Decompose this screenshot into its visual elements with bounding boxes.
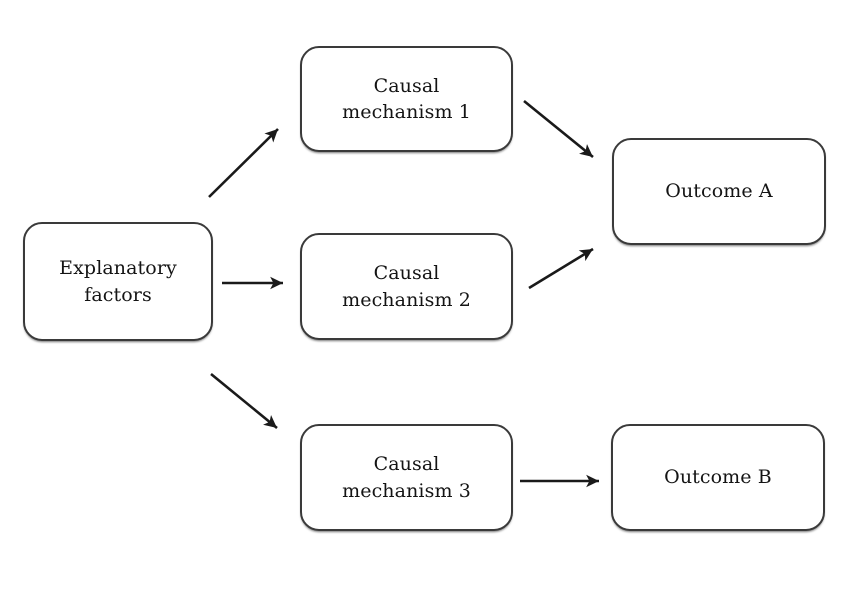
node-causal-mechanism-2-label: Causal mechanism 2 [342,262,471,311]
arrow-explanatory-to-mechanism3 [210,372,278,430]
arrow-mechanism1-to-outcome-a [523,99,594,159]
node-causal-mechanism-1: Causal mechanism 1 [300,46,513,152]
node-outcome-b: Outcome B [611,424,825,531]
node-explanatory-factors: Explanatory factors [23,222,213,341]
node-causal-mechanism-3-label: Causal mechanism 3 [342,453,471,502]
node-outcome-b-label: Outcome B [664,466,772,489]
arrow-explanatory-to-mechanism1 [208,128,279,198]
node-outcome-a-label: Outcome A [665,180,773,203]
node-causal-mechanism-3: Causal mechanism 3 [300,424,513,531]
node-causal-mechanism-2: Causal mechanism 2 [300,233,513,340]
node-explanatory-factors-label: Explanatory factors [59,257,177,306]
arrow-mechanism2-to-outcome-a [528,247,594,290]
node-outcome-a: Outcome A [612,138,826,245]
node-causal-mechanism-1-label: Causal mechanism 1 [342,74,471,123]
